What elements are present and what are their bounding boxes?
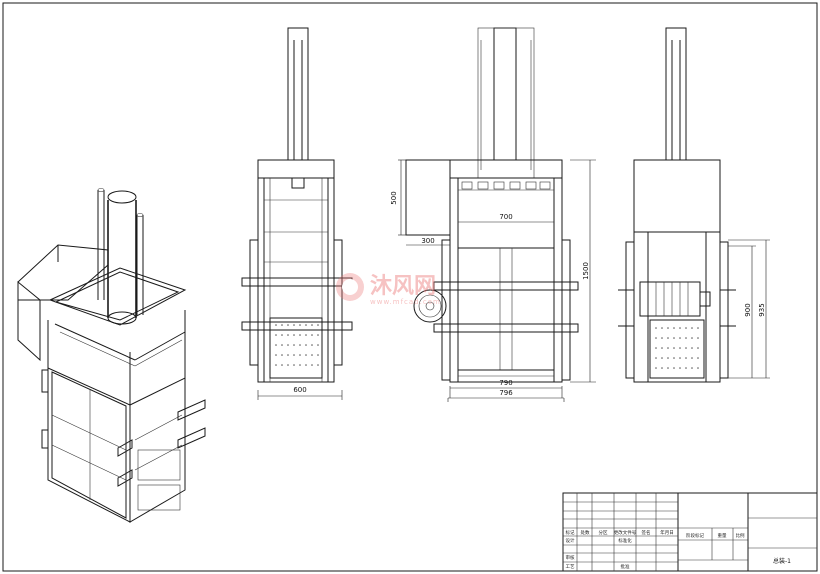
dim-chamber-width: 700: [499, 213, 512, 221]
tb-mid-2: 比例: [736, 532, 745, 539]
tb-label4-0: 工艺: [566, 564, 575, 570]
dim-right-total: 935: [758, 303, 766, 316]
dim-hopper-depth: 300: [421, 237, 434, 245]
dim-side-width: 600: [293, 386, 306, 394]
tb-label-2: 分区: [599, 529, 608, 536]
tb-label3-0: 审核: [566, 554, 575, 561]
dim-inner-width: 790: [499, 379, 512, 387]
tb-label4-1: 批准: [621, 563, 630, 570]
dim-right-lower: 900: [744, 303, 752, 316]
tb-mid-1: 重量: [718, 532, 727, 539]
isometric-view: [17, 188, 206, 523]
front-view: 500 300 700 790 796 1500: [390, 27, 596, 402]
right-side-view: 900 935: [618, 27, 770, 383]
tb-label-0: 标记: [566, 529, 575, 536]
tb-label-1: 处数: [581, 529, 590, 536]
drawing-name: 总装-1: [773, 557, 791, 565]
dim-hopper-height: 500: [390, 191, 398, 204]
tb-label2-1: 标准化: [618, 537, 632, 544]
dim-total-height: 1500: [582, 262, 590, 280]
side-view: 600: [241, 27, 353, 400]
dim-outer-width: 796: [499, 389, 513, 397]
watermark-url: www.mfcad.com: [370, 298, 441, 306]
watermark: 沐风网 www.mfcad.com: [336, 273, 441, 306]
watermark-text: 沐风网: [370, 274, 436, 299]
tb-label-3: 更改文件号: [614, 529, 637, 536]
tb-label-5: 年月日: [660, 529, 674, 536]
tb-mid-0: 阶段标记: [686, 532, 704, 539]
tb-label2-0: 设计: [566, 537, 575, 544]
tb-label-4: 签名: [642, 529, 651, 536]
title-block: 标记 处数 分区 更改文件号 签名 年月日 设计 标准化 审核 工艺 批准 阶段…: [562, 492, 818, 572]
